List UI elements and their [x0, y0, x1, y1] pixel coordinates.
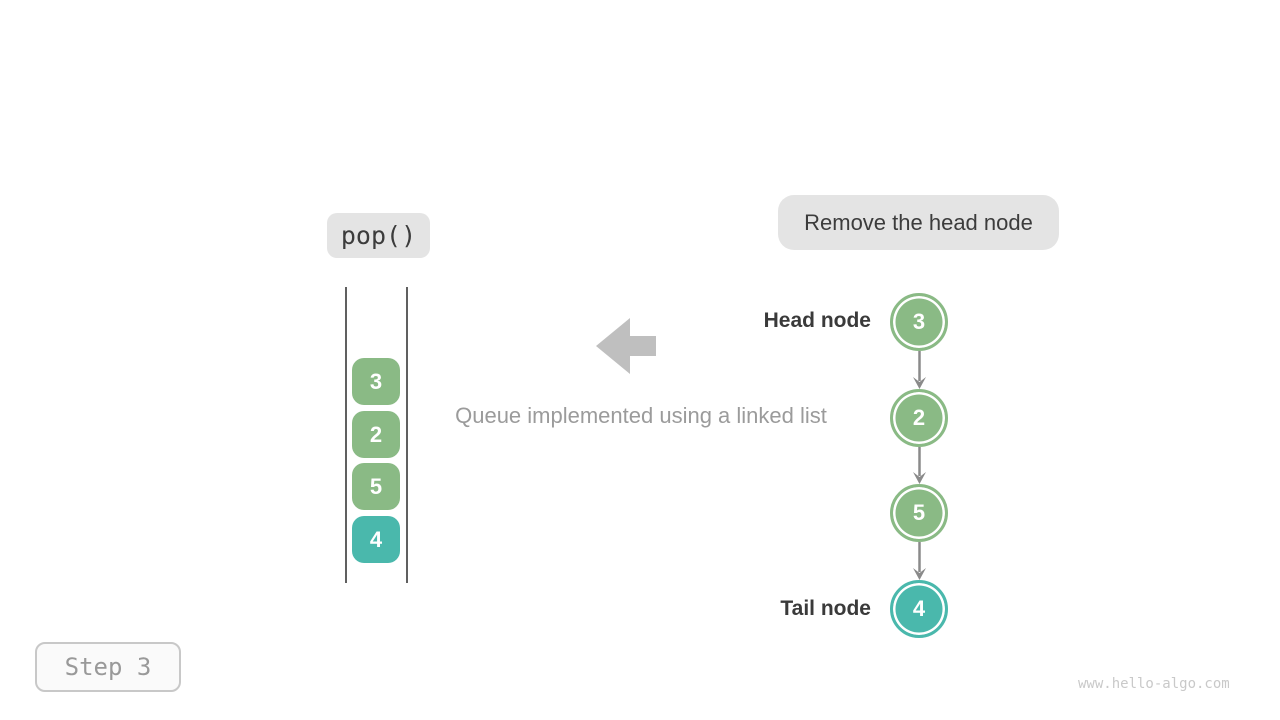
list-node: 5	[890, 484, 948, 542]
queue-item: 4	[352, 516, 400, 563]
watermark-text: www.hello-algo.com	[1078, 676, 1230, 692]
queue-item: 3	[352, 358, 400, 405]
queue-left-wall	[345, 287, 347, 583]
queue-item: 2	[352, 411, 400, 458]
step-badge: Step 3	[35, 642, 181, 692]
list-node: 2	[890, 389, 948, 447]
list-node: 3	[890, 293, 948, 351]
left-arrow-icon	[596, 318, 656, 374]
down-arrow-icon	[913, 351, 926, 389]
tail-node-label: Tail node	[780, 597, 871, 620]
head-node-label: Head node	[763, 309, 871, 332]
diagram-caption: Queue implemented using a linked list	[455, 403, 827, 428]
queue-item: 5	[352, 463, 400, 510]
down-arrow-icon	[913, 542, 926, 580]
list-node: 4	[890, 580, 948, 638]
queue-right-wall	[406, 287, 408, 583]
down-arrow-icon	[913, 447, 926, 484]
action-badge: Remove the head node	[778, 195, 1059, 250]
operation-badge: pop()	[327, 213, 430, 258]
